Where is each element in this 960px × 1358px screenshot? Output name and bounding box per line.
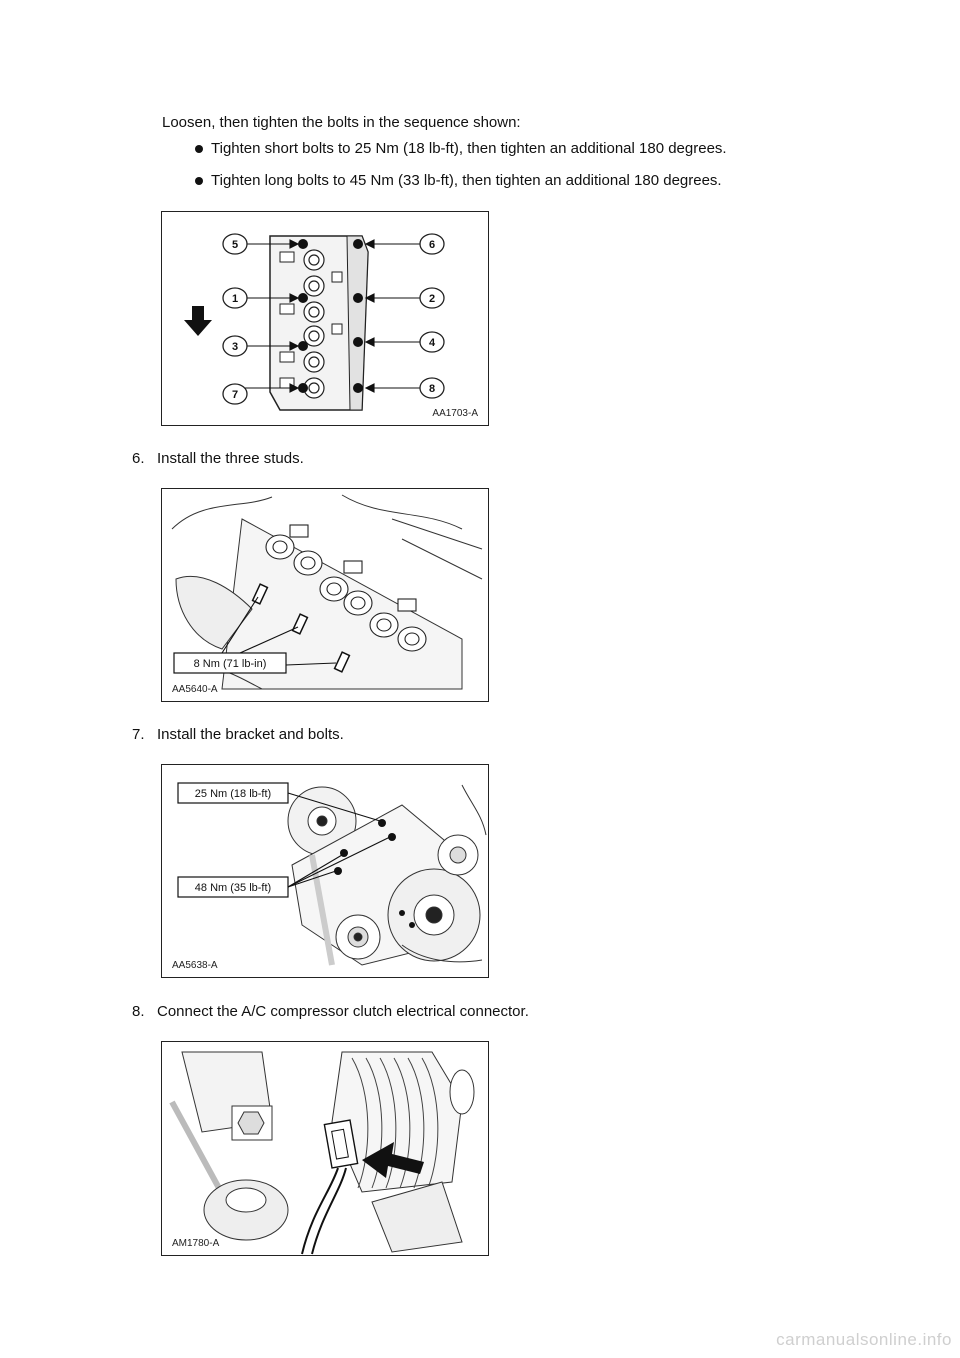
cylinder-head-drawing: 5 6 1 2 3 4 7 8: [184, 233, 445, 411]
bullet-dot: [195, 145, 203, 153]
step-6-text: 6. Install the three studs.: [132, 450, 304, 467]
figure-id: AA1703-A: [432, 408, 478, 419]
torque-label-studs: 8 Nm (71 lb-in): [194, 658, 267, 670]
step-8-text: 8. Connect the A/C compressor clutch ele…: [132, 1003, 529, 1020]
watermark: carmanualsonline.info: [776, 1330, 952, 1349]
figure-studs: 8 Nm (71 lb-in) AA5640-A: [161, 488, 489, 702]
torque-label-top: 25 Nm (18 lb-ft): [195, 788, 271, 800]
intro-text: Loosen, then tighten the bolts in the se…: [162, 114, 521, 131]
callout-1: 1: [232, 293, 238, 305]
callout-8: 8: [429, 383, 435, 395]
bullet-short-bolts: Tighten short bolts to 25 Nm (18 lb-ft),…: [211, 140, 727, 157]
figure-bracket: 25 Nm (18 lb-ft) 48 Nm (35 lb-ft) AA5638…: [161, 764, 489, 978]
callout-2: 2: [429, 293, 435, 305]
arrow-icon: [362, 1142, 424, 1178]
torque-label-bottom: 48 Nm (35 lb-ft): [195, 882, 271, 894]
figure-id: AM1780-A: [172, 1238, 220, 1249]
figure-bolt-sequence: 5 6 1 2 3 4 7 8 AA1703-A: [161, 211, 489, 426]
callout-5: 5: [232, 239, 238, 251]
callout-7: 7: [232, 389, 238, 401]
callout-6: 6: [429, 239, 435, 251]
step-7-text: 7. Install the bracket and bolts.: [132, 726, 344, 743]
figure-id: AA5638-A: [172, 960, 218, 971]
bullet-long-bolts: Tighten long bolts to 45 Nm (33 lb-ft), …: [211, 172, 722, 189]
bullet-dot: [195, 177, 203, 185]
callout-4: 4: [429, 337, 436, 349]
ac-connector-drawing: [169, 1051, 475, 1255]
direction-arrow-icon: [184, 306, 212, 336]
figure-id: AA5640-A: [172, 684, 218, 695]
callout-3: 3: [232, 341, 238, 353]
bracket-drawing: 25 Nm (18 lb-ft) 48 Nm (35 lb-ft): [177, 782, 487, 966]
figure-ac-connector: AM1780-A: [161, 1041, 489, 1256]
studs-drawing: 8 Nm (71 lb-in): [171, 494, 483, 690]
